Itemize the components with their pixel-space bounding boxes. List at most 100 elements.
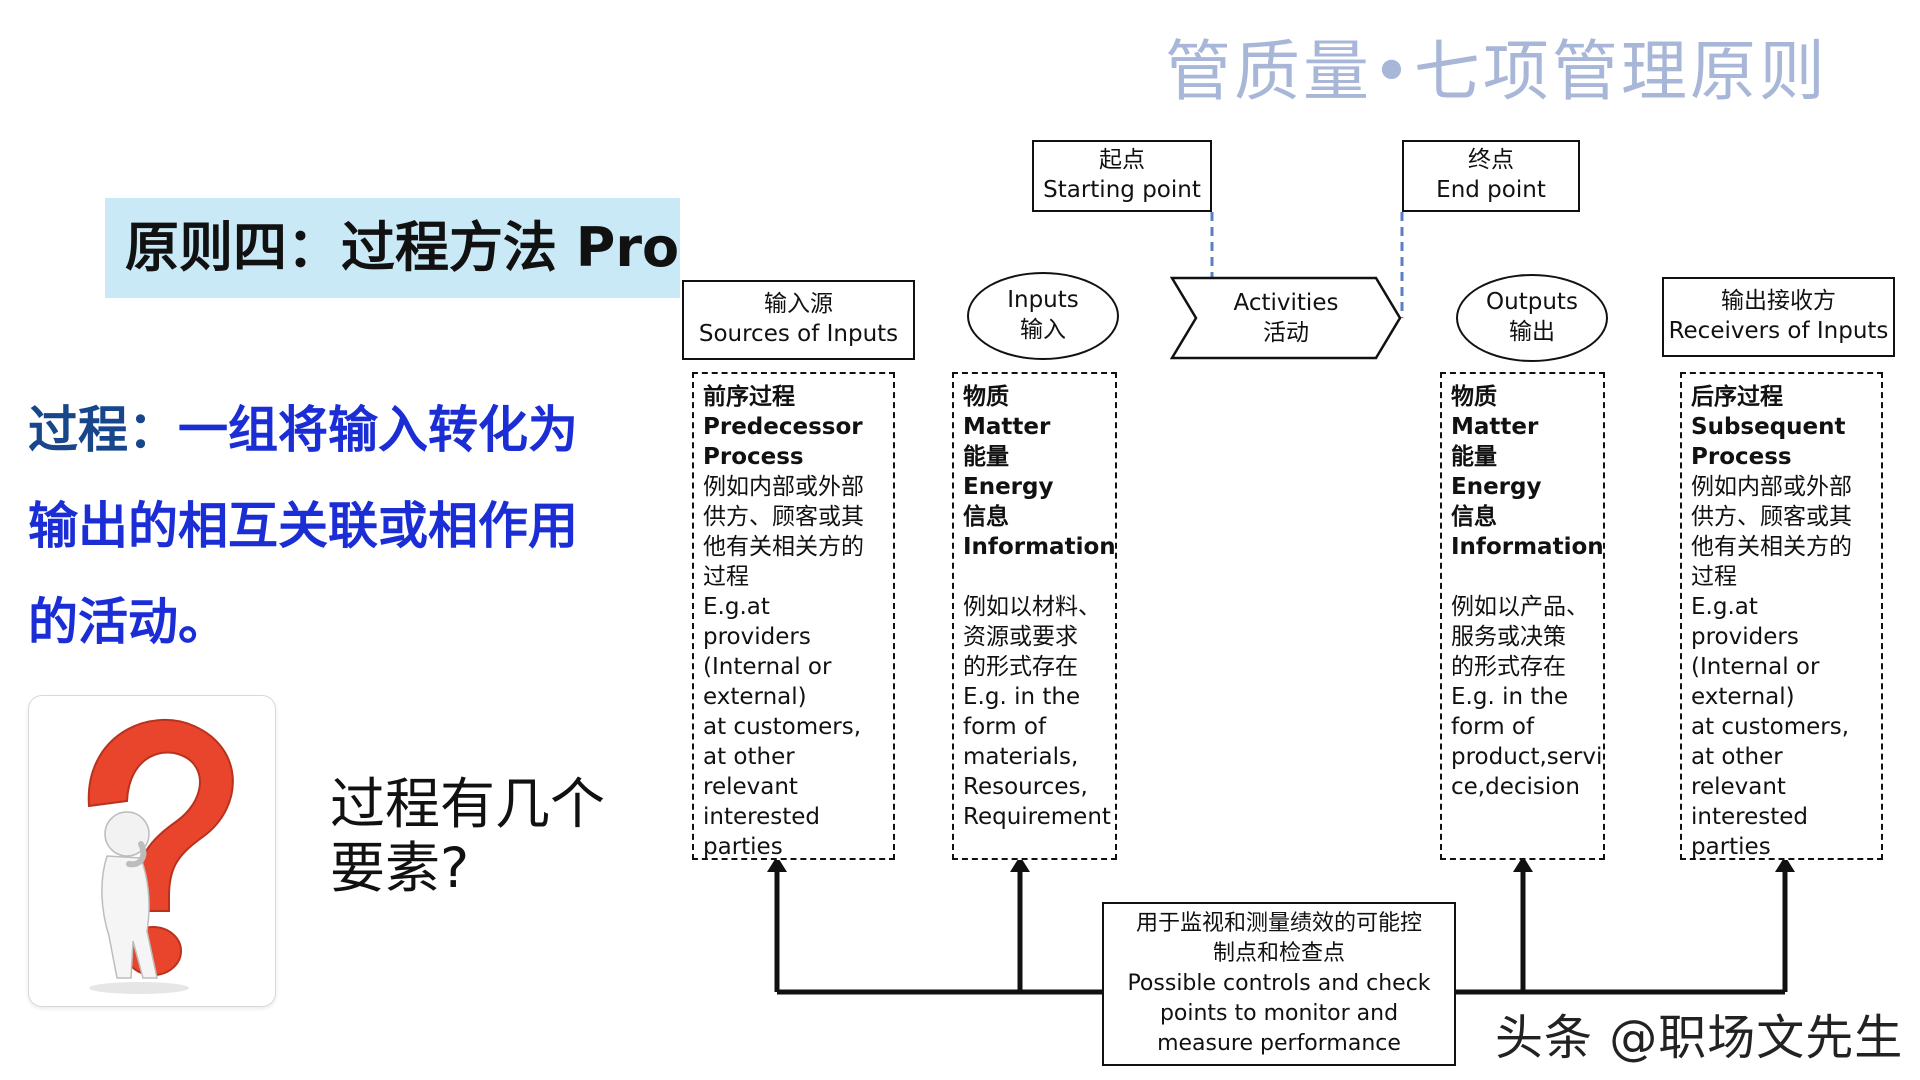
output-matter-bold: Matter [1451,414,1539,440]
subsequent-title-zh: 后序过程 [1691,384,1783,410]
predecessor-text: 例如内部或外部 [703,474,864,500]
principle-banner: 原则四：过程方法 Pro [105,198,680,298]
input-matter-text: Requirement [963,804,1111,830]
input-matter-text: Resources, [963,774,1088,800]
input-matter-text: E.g. in the [963,684,1081,710]
predecessor-text: 供方、顾客或其 [703,504,864,530]
arrowhead-outputs [1513,856,1533,872]
outputs-oval: Outputs 输出 [1456,274,1608,362]
subsequent-text: parties [1691,834,1771,860]
definition-label: 过程： [28,401,178,459]
input-matter-text: 的形式存在 [963,654,1078,680]
activities-label: Activities 活动 [1196,288,1376,348]
output-matter-bold: 物质 [1451,384,1497,410]
subsequent-text: (Internal or [1691,654,1820,680]
start-point-zh: 起点 [1099,147,1145,174]
subsequent-text: at other relevant [1691,744,1786,800]
question-mark-figure-icon [87,718,234,994]
sources-of-inputs-box: 输入源 Sources of Inputs [682,280,915,360]
receivers-of-inputs-box: 输出接收方 Receivers of Inputs [1662,277,1895,357]
predecessor-text: (Internal or [703,654,832,680]
inputs-en: Inputs [1007,287,1079,314]
output-matter-bold: Energy [1451,474,1542,500]
outputs-en: Outputs [1486,289,1578,316]
arrowhead-subsequent [1775,856,1795,872]
sources-zh: 输入源 [764,291,833,318]
question-text: 过程有几个 要素? [330,772,605,900]
output-matter-text: 的形式存在 [1451,654,1566,680]
controls-zh-2: 制点和检查点 [1212,941,1345,966]
input-matter-bold: Matter [963,414,1051,440]
input-matter-text: 例如以材料、 [963,594,1101,620]
arrowhead-inputs [1010,856,1030,872]
subsequent-process-box: 后序过程 Subsequent Process 例如内部或外部 供方、顾客或其 … [1680,372,1883,860]
receivers-en: Receivers of Inputs [1668,318,1889,344]
output-matter-bold: 能量 [1451,444,1497,470]
question-line-2: 要素? [330,836,470,900]
predecessor-text: at customers, [703,714,862,740]
start-point-en: Starting point [1043,177,1201,203]
predecessor-text: interested [703,804,820,830]
input-matter-bold: 能量 [963,444,1009,470]
question-line-1: 过程有几个 [330,772,606,836]
inputs-oval: Inputs 输入 [967,272,1119,360]
predecessor-title-en-1: Predecessor [703,414,863,440]
inputs-zh: 输入 [1020,317,1066,343]
controls-checkpoints-box: 用于监视和测量绩效的可能控 制点和检查点 Possible controls a… [1102,902,1456,1066]
predecessor-text: 过程 [703,564,749,590]
output-matter-text: E.g. in the [1451,684,1569,710]
subsequent-text: at customers, [1691,714,1850,740]
input-matter-text: form of [963,714,1047,740]
controls-en-2: points to monitor and [1159,1001,1399,1026]
predecessor-process-box: 前序过程 Predecessor Process 例如内部或外部 供方、顾客或其… [692,372,895,860]
watermark: 头条 @职场文先生 [1495,1010,1904,1066]
subsequent-text: 供方、顾客或其 [1691,504,1852,530]
predecessor-text: at other relevant [703,744,798,800]
input-matter-bold: Information [963,534,1116,560]
outputs-zh: 输出 [1509,319,1555,345]
predecessor-text: external) [703,684,807,710]
receivers-zh: 输出接收方 [1721,288,1836,315]
arrowhead-predecessor [767,856,787,872]
predecessor-text: E.g.at providers [703,594,811,650]
input-matter-box: 物质 Matter 能量 Energy 信息 Information 例如以材料… [952,372,1117,860]
predecessor-title-zh: 前序过程 [703,384,795,410]
subsequent-text: 例如内部或外部 [1691,474,1852,500]
subsequent-text: 过程 [1691,564,1737,590]
subsequent-text: E.g.at providers [1691,594,1799,650]
end-point-en: End point [1436,177,1546,203]
end-point-box: 终点 End point [1402,140,1580,212]
definition-line-2: 输出的相互关联或相作用 [28,497,578,555]
subsequent-text: external) [1691,684,1795,710]
process-definition: 过程：一组将输入转化为 输出的相互关联或相作用 的活动。 [28,382,578,670]
subsequent-text: interested [1691,804,1808,830]
definition-line-3: 的活动。 [28,593,228,651]
output-matter-box: 物质 Matter 能量 Energy 信息 Information 例如以产品… [1440,372,1605,860]
controls-zh-1: 用于监视和测量绩效的可能控 [1135,911,1422,936]
output-matter-bold: 信息 [1451,504,1497,530]
output-matter-text: 例如以产品、 [1451,594,1589,620]
sources-en: Sources of Inputs [698,321,899,347]
input-matter-bold: 物质 [963,384,1009,410]
output-matter-text: ce,decision [1451,774,1580,800]
input-matter-bold: Energy [963,474,1054,500]
spacer [1451,562,1594,592]
page-title: 管质量•七项管理原则 [1165,33,1828,110]
question-card [28,695,276,1007]
input-matter-bold: 信息 [963,504,1009,530]
input-matter-text: 资源或要求 [963,624,1078,650]
predecessor-text: 他有关相关方的 [703,534,864,560]
activities-zh: 活动 [1263,320,1309,346]
predecessor-text: parties [703,834,783,860]
activities-chevron [1169,276,1402,360]
output-matter-bold: Information [1451,534,1604,560]
start-point-box: 起点 Starting point [1032,140,1212,212]
subsequent-title-en-1: Subsequent [1691,414,1846,440]
controls-en-1: Possible controls and check [1127,971,1431,996]
subsequent-title-en-2: Process [1691,444,1792,470]
spacer [963,562,1106,592]
definition-line-1: 过程：一组将输入转化为 [28,382,578,478]
subsequent-text: 他有关相关方的 [1691,534,1852,560]
definition-text-1: 一组将输入转化为 [178,401,578,459]
